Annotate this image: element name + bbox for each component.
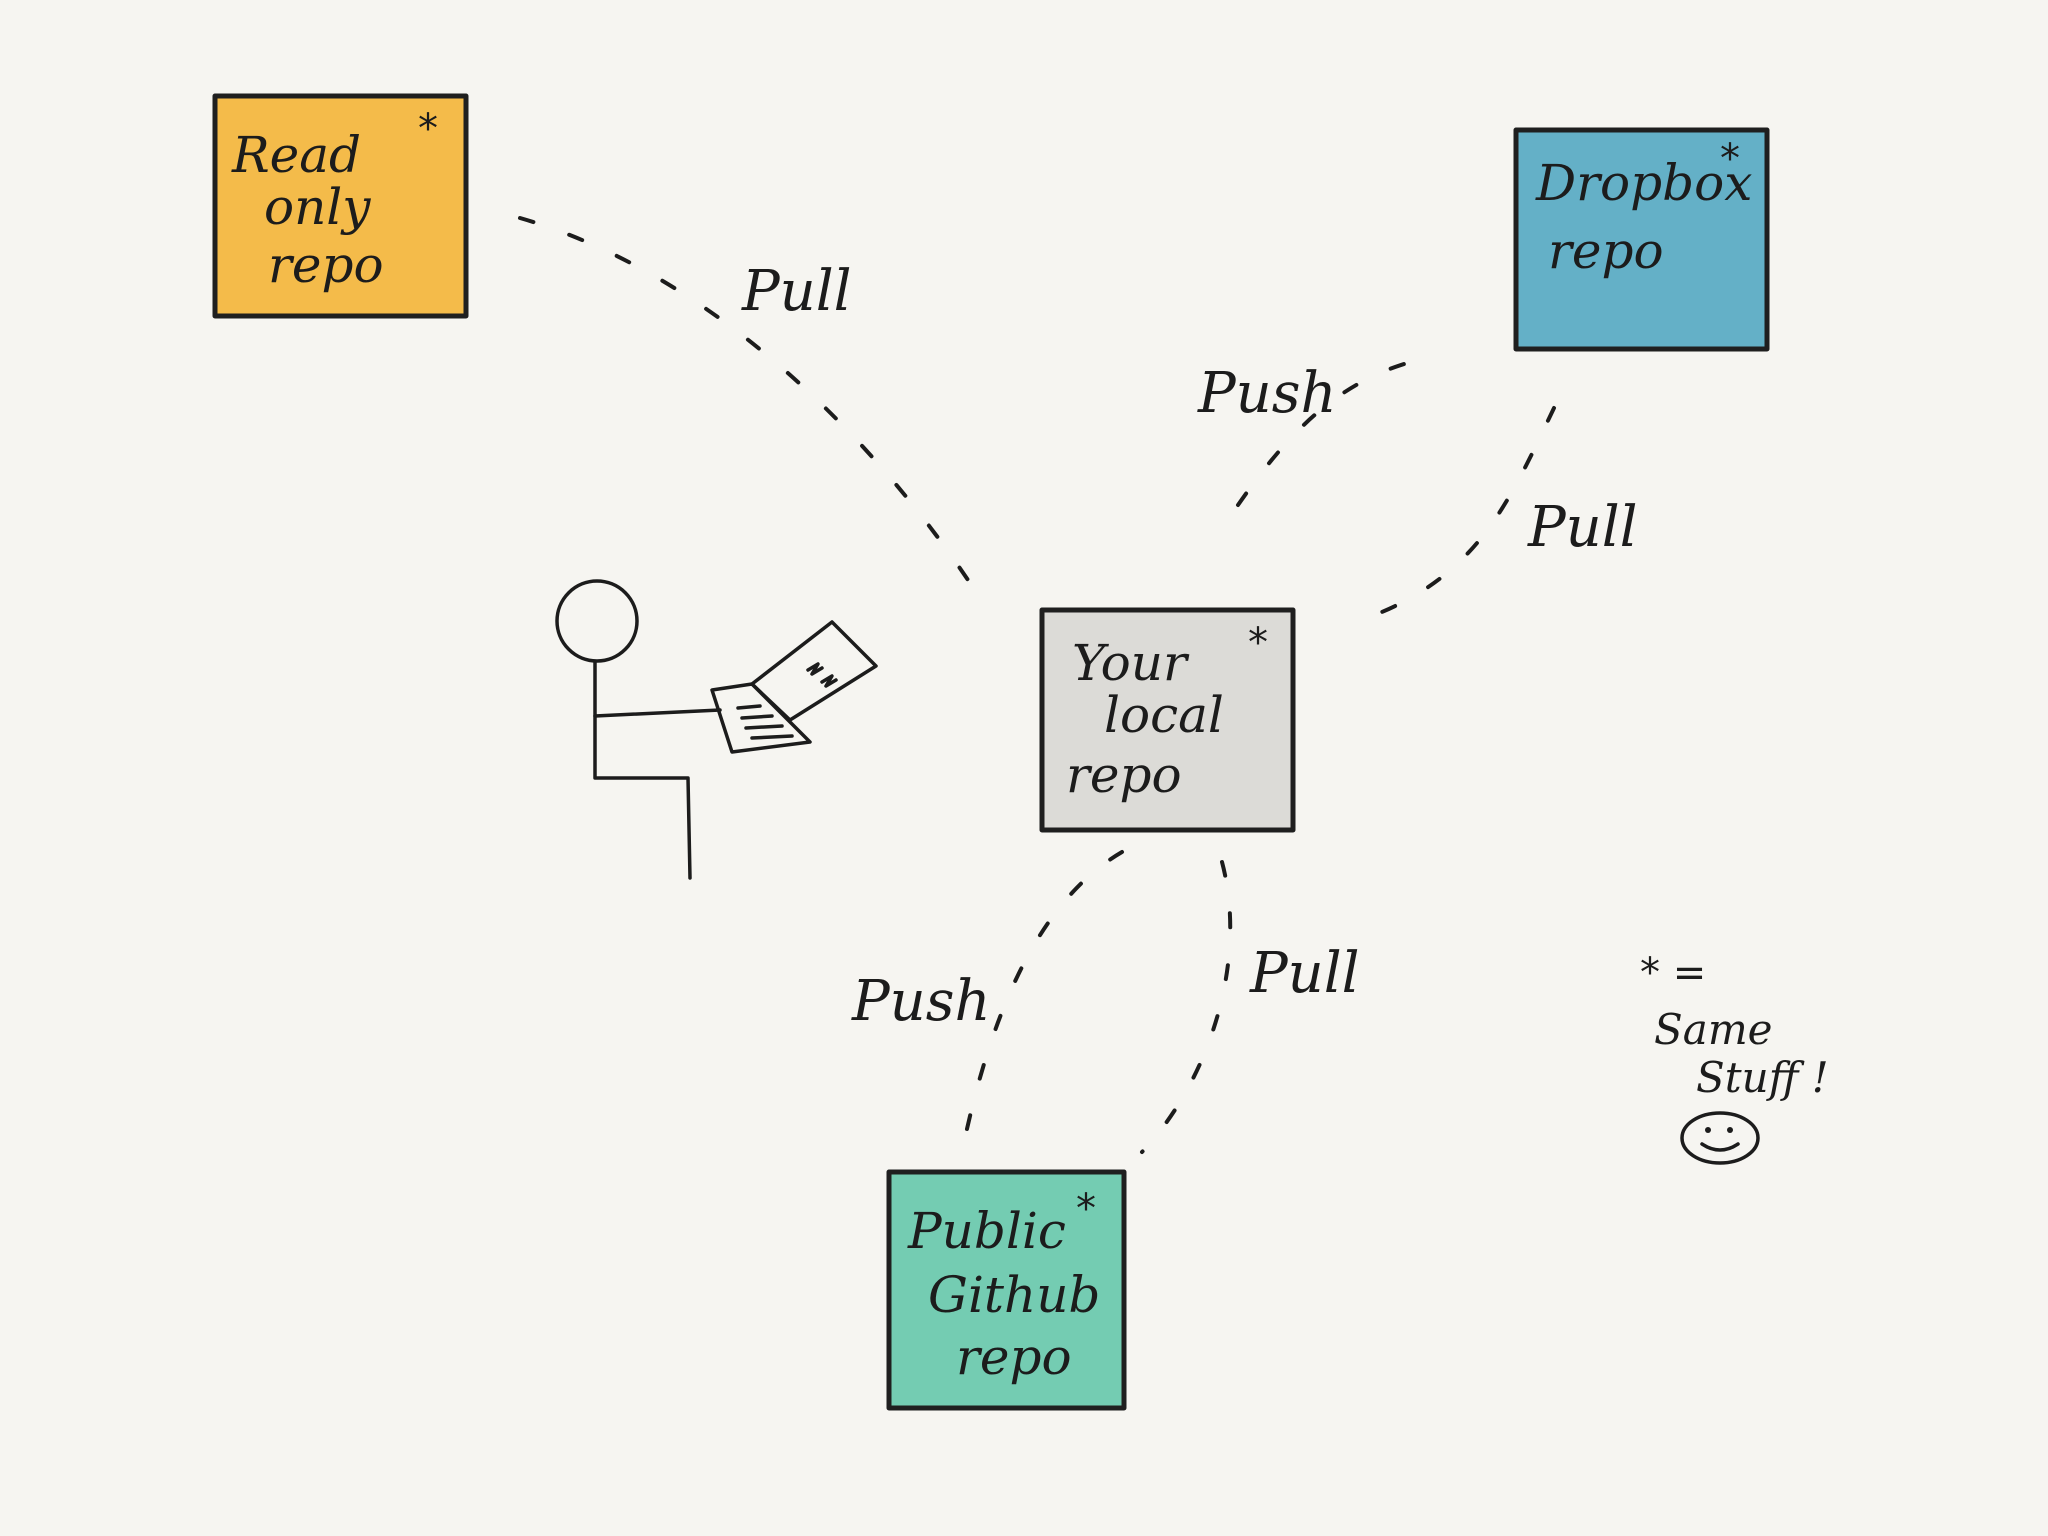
node-github-repo: Public Github repo * <box>886 1169 1127 1411</box>
person-head <box>555 579 639 663</box>
person-arm <box>593 708 722 718</box>
github-repo-star: * <box>1076 1186 1096 1232</box>
local-repo-box <box>1039 607 1296 833</box>
local-repo-label-line3: repo <box>1066 746 1182 804</box>
node-dropbox-repo: Dropbox repo * <box>1513 127 1770 352</box>
person-with-laptop-icon <box>555 579 878 880</box>
legend-symbol: * = <box>1640 950 1706 996</box>
dropbox-repo-star: * <box>1720 136 1740 182</box>
dropbox-repo-label-line2: repo <box>1548 222 1664 280</box>
read-only-repo-label-line2: only <box>264 178 371 236</box>
github-repo-label-line1: Public <box>907 1202 1066 1260</box>
edge-local-to-dropbox <box>1236 358 1420 507</box>
edge-github-to-local <box>1140 860 1233 1154</box>
node-read-only-repo: Read only repo * <box>212 93 469 319</box>
edge-label-local-to-dropbox-push: Push <box>1197 361 1337 426</box>
github-repo-label-line3: repo <box>956 1328 1072 1386</box>
legend-line1: Same <box>1654 1005 1773 1054</box>
edge-local-to-github <box>958 850 1124 1164</box>
local-repo-label-line2: local <box>1104 686 1224 744</box>
edge-label-local-to-github-push: Push <box>851 969 991 1034</box>
read-only-repo-label-line3: repo <box>268 236 384 294</box>
dropbox-repo-label-line1: Dropbox <box>1535 154 1752 212</box>
laptop-keys <box>736 704 794 740</box>
person-body <box>593 660 692 880</box>
read-only-repo-label-line1: Read <box>231 126 361 184</box>
github-repo-box <box>886 1169 1127 1411</box>
read-only-repo-box <box>212 93 469 319</box>
smiley-face-icon <box>1680 1111 1760 1165</box>
edge-label-dropbox-to-local-pull: Pull <box>1527 495 1638 560</box>
dropbox-repo-box <box>1513 127 1770 352</box>
legend-line2: Stuff ! <box>1696 1053 1829 1102</box>
laptop-keyboard <box>710 682 812 754</box>
edge-label-read-only-pull: Pull <box>741 259 852 324</box>
node-local-repo: Your local repo * <box>1039 607 1296 833</box>
read-only-repo-star: * <box>418 106 438 152</box>
laptop-screen-symbol <box>806 662 838 688</box>
local-repo-star: * <box>1248 620 1268 666</box>
edge-label-github-to-local-pull: Pull <box>1249 941 1360 1006</box>
legend: * = Same Stuff ! <box>1640 950 1829 1165</box>
local-repo-label-line1: Your <box>1072 634 1190 692</box>
github-repo-label-line2: Github <box>928 1266 1100 1324</box>
